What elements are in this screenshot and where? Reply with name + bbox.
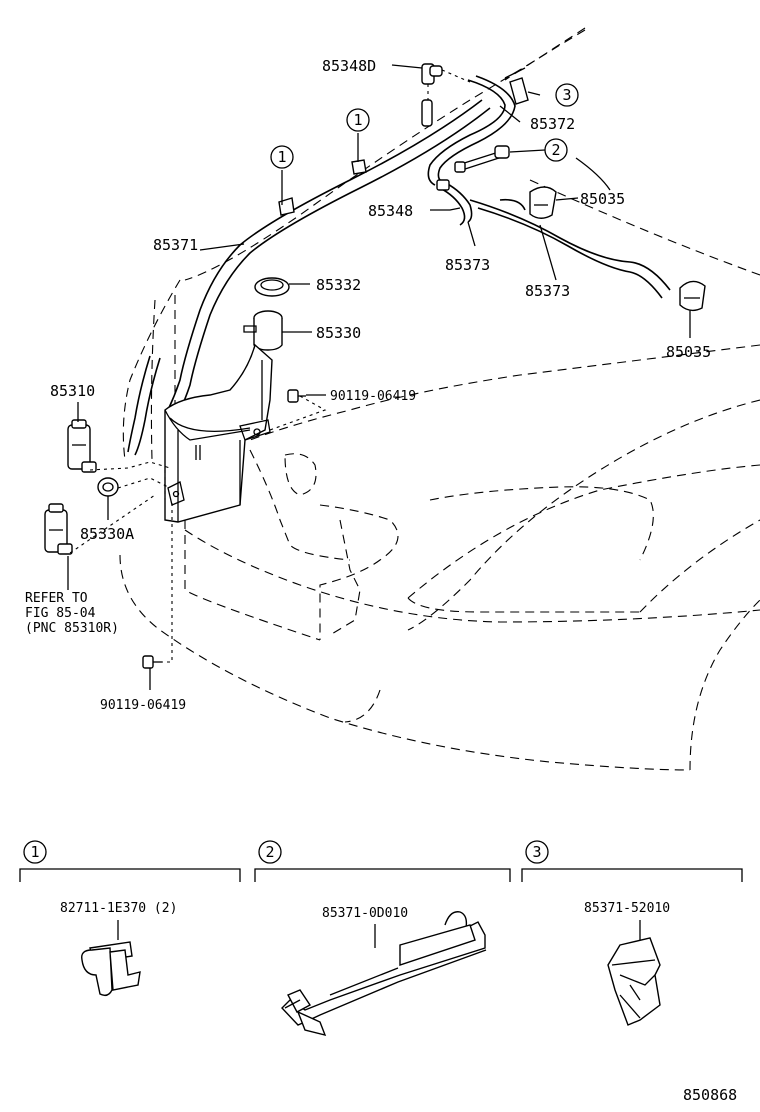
washer-hose-85372 [427, 75, 516, 186]
refer-line-1: REFER TO [25, 591, 88, 606]
washer-nozzle-85035-lower [679, 280, 706, 312]
label-85372: 85372 [530, 115, 575, 133]
label-90119-06419-upper: 90119-06419 [330, 389, 416, 404]
washer-hose-85371 [127, 99, 491, 456]
figure-number: 850868 [683, 1086, 737, 1104]
label-85035-upper: 85035 [580, 190, 625, 208]
assembly-connector-lines [69, 395, 327, 663]
svg-text:1: 1 [277, 148, 286, 166]
label-85371: 85371 [153, 236, 198, 254]
clip-1-locations [278, 159, 367, 216]
label-85330: 85330 [316, 324, 361, 342]
label-85330a: 85330A [80, 525, 134, 543]
label-85035-lower: 85035 [666, 343, 711, 361]
vehicle-body-outline [119, 27, 760, 771]
clip-85371-52010-drawing [607, 937, 661, 1026]
callout-2: 2 [509, 138, 568, 162]
refer-line-2: FIG 85-04 [25, 606, 96, 621]
bolt-90119-lower [142, 655, 162, 669]
svg-text:3: 3 [562, 86, 571, 104]
callout-1-b: 1 [346, 108, 370, 132]
clip-3-location [504, 67, 529, 105]
svg-text:2: 2 [551, 141, 560, 159]
joint-85348d [421, 63, 471, 127]
clip-85371-0d010-drawing [281, 911, 487, 1037]
detail-panel-3: 3 85371-52010 [521, 840, 743, 1026]
callout-3: 3 [555, 83, 579, 107]
detail-1-part-number: 82711-1E370 (2) [60, 901, 177, 916]
label-85348: 85348 [368, 202, 413, 220]
washer-hose-85373 [469, 198, 671, 299]
washer-nozzle-85035-upper [529, 186, 557, 219]
label-85373-a: 85373 [445, 256, 490, 274]
leader-lines [67, 64, 691, 690]
bolt-90119-upper [287, 389, 306, 403]
washer-pump-85310 [67, 419, 97, 473]
detail-panel-1: 1 82711-1E370 (2) [19, 840, 241, 997]
detail-2-part-number: 85371-0D010 [322, 906, 408, 921]
svg-text:1: 1 [353, 111, 362, 129]
detail-panel-2: 2 85371-0D010 [254, 840, 511, 1037]
grommet-85330a [97, 477, 119, 497]
refer-line-3: (PNC 85310R) [25, 621, 119, 636]
svg-text:2: 2 [265, 843, 274, 861]
washer-pump-85310r [44, 503, 73, 555]
label-85332: 85332 [316, 276, 361, 294]
label-85310: 85310 [50, 382, 95, 400]
label-85373-b: 85373 [525, 282, 570, 300]
svg-text:3: 3 [532, 843, 541, 861]
detail-3-part-number: 85371-52010 [584, 901, 670, 916]
callout-1-a: 1 [270, 145, 294, 169]
label-85348d: 85348D [322, 57, 376, 75]
label-90119-06419-lower: 90119-06419 [100, 698, 186, 713]
svg-text:1: 1 [30, 843, 39, 861]
joint-85348 [436, 145, 510, 226]
clip-82711-drawing [81, 941, 141, 997]
tank-cap-85332 [254, 277, 290, 297]
washer-tank-85330 [164, 310, 283, 523]
